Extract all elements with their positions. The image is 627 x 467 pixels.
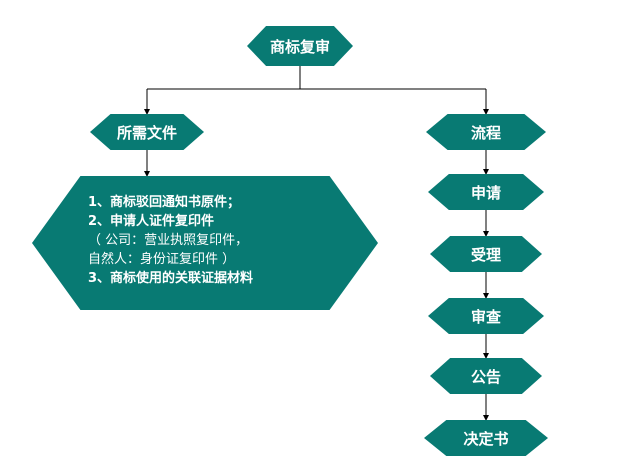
documents-details-text: 1、商标驳回通知书原件； 2、申请人证件复印件 （ 公司：营业执照复印件， 自然…	[88, 193, 253, 288]
node-process: 流程	[426, 114, 546, 150]
details-line-3: （ 公司：营业执照复印件，	[88, 233, 249, 248]
node-step-decision: 决定书	[424, 420, 548, 456]
details-line-5: 3、商标使用的关联证据材料	[88, 271, 254, 286]
node-required-documents-label: 所需文件	[116, 123, 177, 142]
node-root-label: 商标复审	[269, 37, 330, 56]
node-required-documents: 所需文件	[90, 114, 204, 150]
node-documents-details	[32, 176, 378, 310]
node-step-accept-label: 受理	[470, 245, 501, 264]
node-step-apply: 申请	[428, 174, 544, 210]
node-step-accept: 受理	[430, 236, 542, 272]
node-step-announce-label: 公告	[470, 367, 501, 386]
details-line-4: 自然人：身份证复印件 ）	[88, 252, 236, 267]
node-step-review: 审查	[428, 298, 544, 334]
details-line-1: 1、商标驳回通知书原件；	[88, 195, 241, 210]
node-root: 商标复审	[247, 26, 353, 66]
node-step-announce: 公告	[430, 358, 542, 394]
node-process-label: 流程	[470, 123, 501, 142]
details-line-2: 2、申请人证件复印件	[88, 214, 215, 229]
node-step-apply-label: 申请	[470, 183, 501, 202]
node-step-decision-label: 决定书	[463, 429, 509, 448]
node-step-review-label: 审查	[470, 307, 501, 326]
